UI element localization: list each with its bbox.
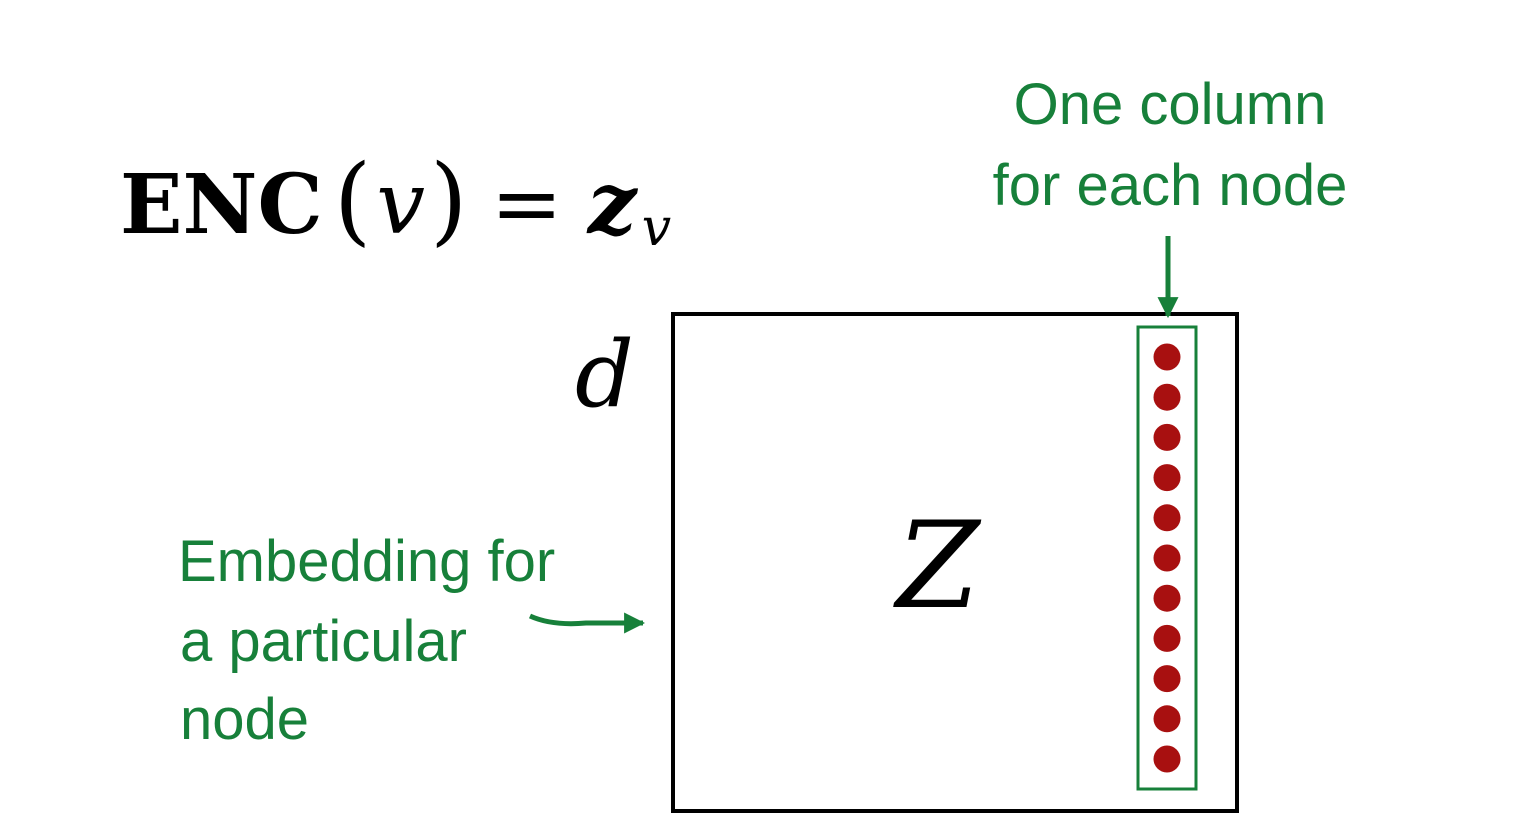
enc-argument: v — [376, 154, 425, 254]
encoder-equation: ENC ( v ) = z v — [120, 144, 671, 258]
enc-result: z — [586, 153, 639, 254]
embedding-entry-dot — [1153, 665, 1181, 693]
enc-function-name: ENC — [120, 157, 323, 253]
embedding-arrow — [528, 612, 646, 634]
embedding-matrix — [671, 312, 1239, 813]
column-annotation-line1: One column — [1014, 72, 1327, 137]
embedding-entry-dot — [1153, 343, 1181, 371]
node-column-highlight — [1136, 325, 1198, 791]
embedding-entry-dot — [1153, 705, 1181, 733]
dimension-label: d — [575, 321, 634, 428]
embedding-entry-dot — [1153, 584, 1181, 612]
embedding-entry-dot — [1153, 504, 1181, 532]
enc-open-paren: ( — [334, 144, 371, 256]
embedding-entry-dot — [1153, 423, 1181, 451]
embedding-annotation-line3: node — [180, 687, 309, 752]
embedding-entry-dot — [1153, 544, 1181, 572]
embedding-annotation-line1: Embedding for — [178, 529, 555, 594]
node-column-entries — [1153, 343, 1181, 773]
embedding-entry-dot — [1153, 464, 1181, 492]
enc-equals: = — [491, 154, 563, 254]
embedding-annotation-line2: a particular — [180, 609, 467, 674]
column-annotation-line2: for each node — [993, 153, 1348, 218]
embedding-entry-dot — [1153, 624, 1181, 652]
embedding-entry-dot — [1153, 745, 1181, 773]
enc-result-subscript: v — [642, 198, 671, 258]
embedding-entry-dot — [1153, 383, 1181, 411]
enc-close-paren: ) — [430, 144, 467, 256]
matrix-label: Z — [892, 497, 982, 636]
